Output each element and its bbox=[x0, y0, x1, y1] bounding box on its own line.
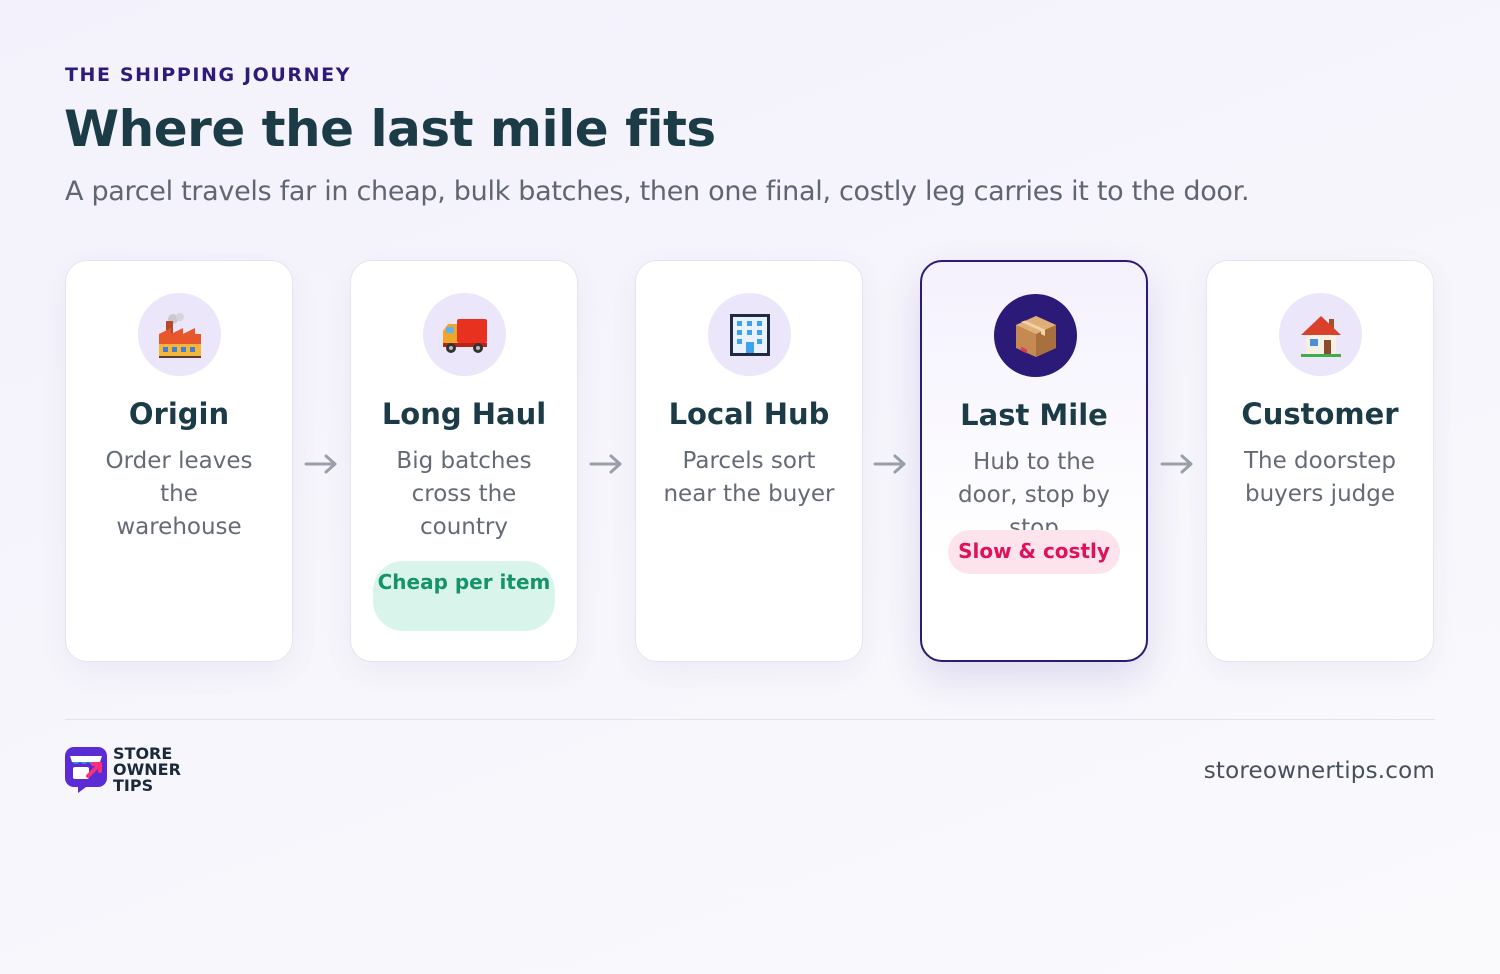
office-building-icon bbox=[708, 293, 791, 376]
cost-badge: Slow & costly bbox=[948, 530, 1120, 574]
step-card-last-mile: Last Mile Hub to the door, stop by stop … bbox=[920, 260, 1148, 662]
step-title: Local Hub bbox=[668, 397, 830, 431]
step-title: Customer bbox=[1241, 397, 1399, 431]
step-description: Parcels sort near the buyer bbox=[663, 448, 835, 507]
brand-logo: STORE OWNER TIPS bbox=[64, 746, 181, 794]
arrow-right-icon bbox=[873, 454, 906, 474]
factory-icon bbox=[138, 293, 221, 376]
store-logo-icon bbox=[65, 747, 107, 793]
house-icon bbox=[1279, 293, 1362, 376]
step-card-long-haul: Long Haul Big batches cross the country … bbox=[350, 260, 578, 662]
step-title: Origin bbox=[128, 397, 230, 431]
package-icon bbox=[994, 294, 1077, 377]
truck-icon bbox=[423, 293, 506, 376]
logo-text-line: TIPS bbox=[113, 776, 154, 795]
arrow-right-icon bbox=[1160, 454, 1193, 474]
step-description: Big batches cross the country bbox=[396, 448, 532, 540]
page-subtitle: A parcel travels far in cheap, bulk batc… bbox=[65, 176, 1250, 207]
step-title: Last Mile bbox=[960, 398, 1108, 432]
arrow-right-icon bbox=[304, 454, 337, 474]
step-card-customer: Customer The doorstep buyers judge bbox=[1206, 260, 1434, 662]
eyebrow: THE SHIPPING JOURNEY bbox=[65, 64, 352, 86]
arrow-right-icon bbox=[589, 454, 622, 474]
page-title: Where the last mile fits bbox=[64, 100, 716, 158]
logo-text-line: OWNER bbox=[113, 760, 181, 779]
divider bbox=[65, 719, 1435, 720]
step-description: Order leaves the warehouse bbox=[105, 448, 253, 540]
step-description: The doorstep buyers judge bbox=[1243, 448, 1397, 507]
step-card-origin: Origin Order leaves the warehouse bbox=[65, 260, 293, 662]
logo-text-line: STORE bbox=[113, 744, 173, 763]
site-link[interactable]: storeownertips.com bbox=[1203, 758, 1435, 784]
step-card-local-hub: Local Hub Parcels sort near the buyer bbox=[635, 260, 863, 662]
cost-badge: Cheap per item bbox=[373, 561, 555, 631]
step-title: Long Haul bbox=[381, 397, 547, 431]
